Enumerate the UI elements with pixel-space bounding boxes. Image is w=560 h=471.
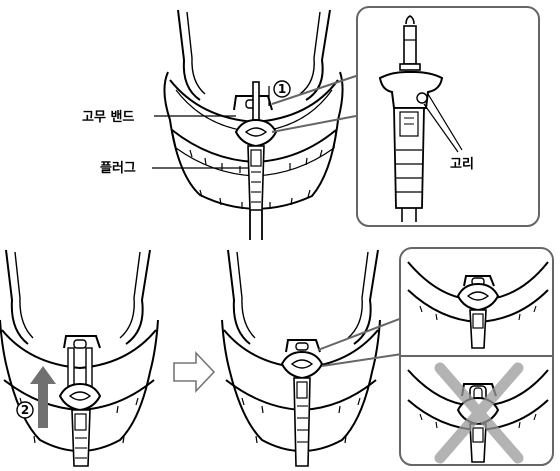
fit-comparison-callout [400,248,553,465]
step1-badge: 1 [274,81,290,97]
step2-number: 2 [21,403,29,417]
label-hook: 고리 [450,156,474,172]
step1-figure: 1 고무 밴드 플러그 [82,10,362,240]
step2-figure: 2 [0,250,158,466]
push-up-arrow-icon [30,366,56,428]
label-plug: 플러그 [100,160,136,176]
label-rubber-band: 고무 밴드 [82,110,134,125]
hook-detail-callout: 고리 [357,7,539,226]
right-arrow-icon [174,353,214,391]
step2-badge: 2 [17,402,33,418]
step1-number: 1 [278,82,286,96]
result-figure [222,250,402,466]
